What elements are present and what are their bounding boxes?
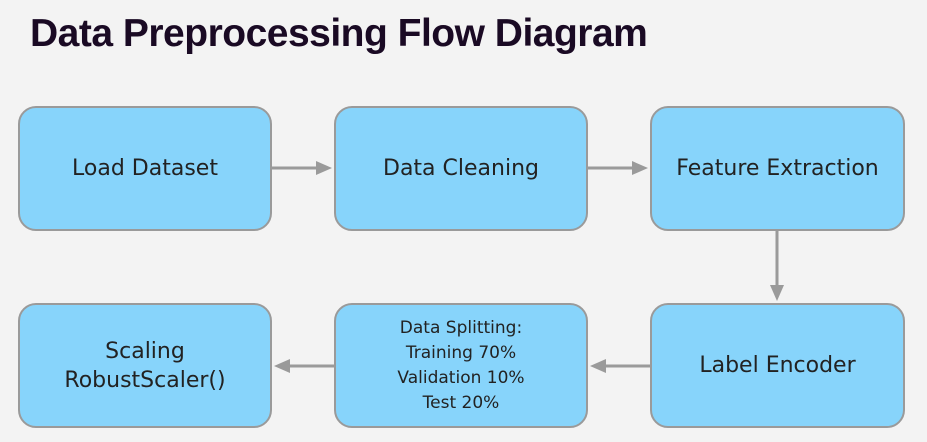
edge-encoder-to-splitting <box>590 359 650 373</box>
node-line: Training 70% <box>405 342 517 363</box>
page-title: Data Preprocessing Flow Diagram <box>30 12 648 55</box>
edge-cleaning-to-feature <box>588 161 648 175</box>
edge-splitting-to-scaling <box>274 359 334 373</box>
node-label: Load Dataset <box>72 155 218 181</box>
node-line: Scaling <box>105 338 185 364</box>
node-label: Data Cleaning <box>383 155 539 181</box>
node-label: Feature Extraction <box>676 155 879 181</box>
node-line: Test 20% <box>422 392 500 413</box>
node-feature-extraction: Feature Extraction <box>650 106 905 231</box>
node-data-splitting: Data Splitting: Training 70% Validation … <box>334 303 588 428</box>
node-scaling: Scaling RobustScaler() <box>18 303 272 428</box>
edge-feature-to-encoder <box>770 231 784 301</box>
node-line: Data Splitting: <box>399 317 523 338</box>
node-line: RobustScaler() <box>64 367 226 393</box>
node-line: Validation 10% <box>397 367 525 388</box>
node-label-encoder: Label Encoder <box>650 303 905 428</box>
node-load-dataset: Load Dataset <box>18 106 272 231</box>
node-data-cleaning: Data Cleaning <box>334 106 588 231</box>
edge-load-to-cleaning <box>272 161 332 175</box>
node-label: Label Encoder <box>699 352 856 378</box>
